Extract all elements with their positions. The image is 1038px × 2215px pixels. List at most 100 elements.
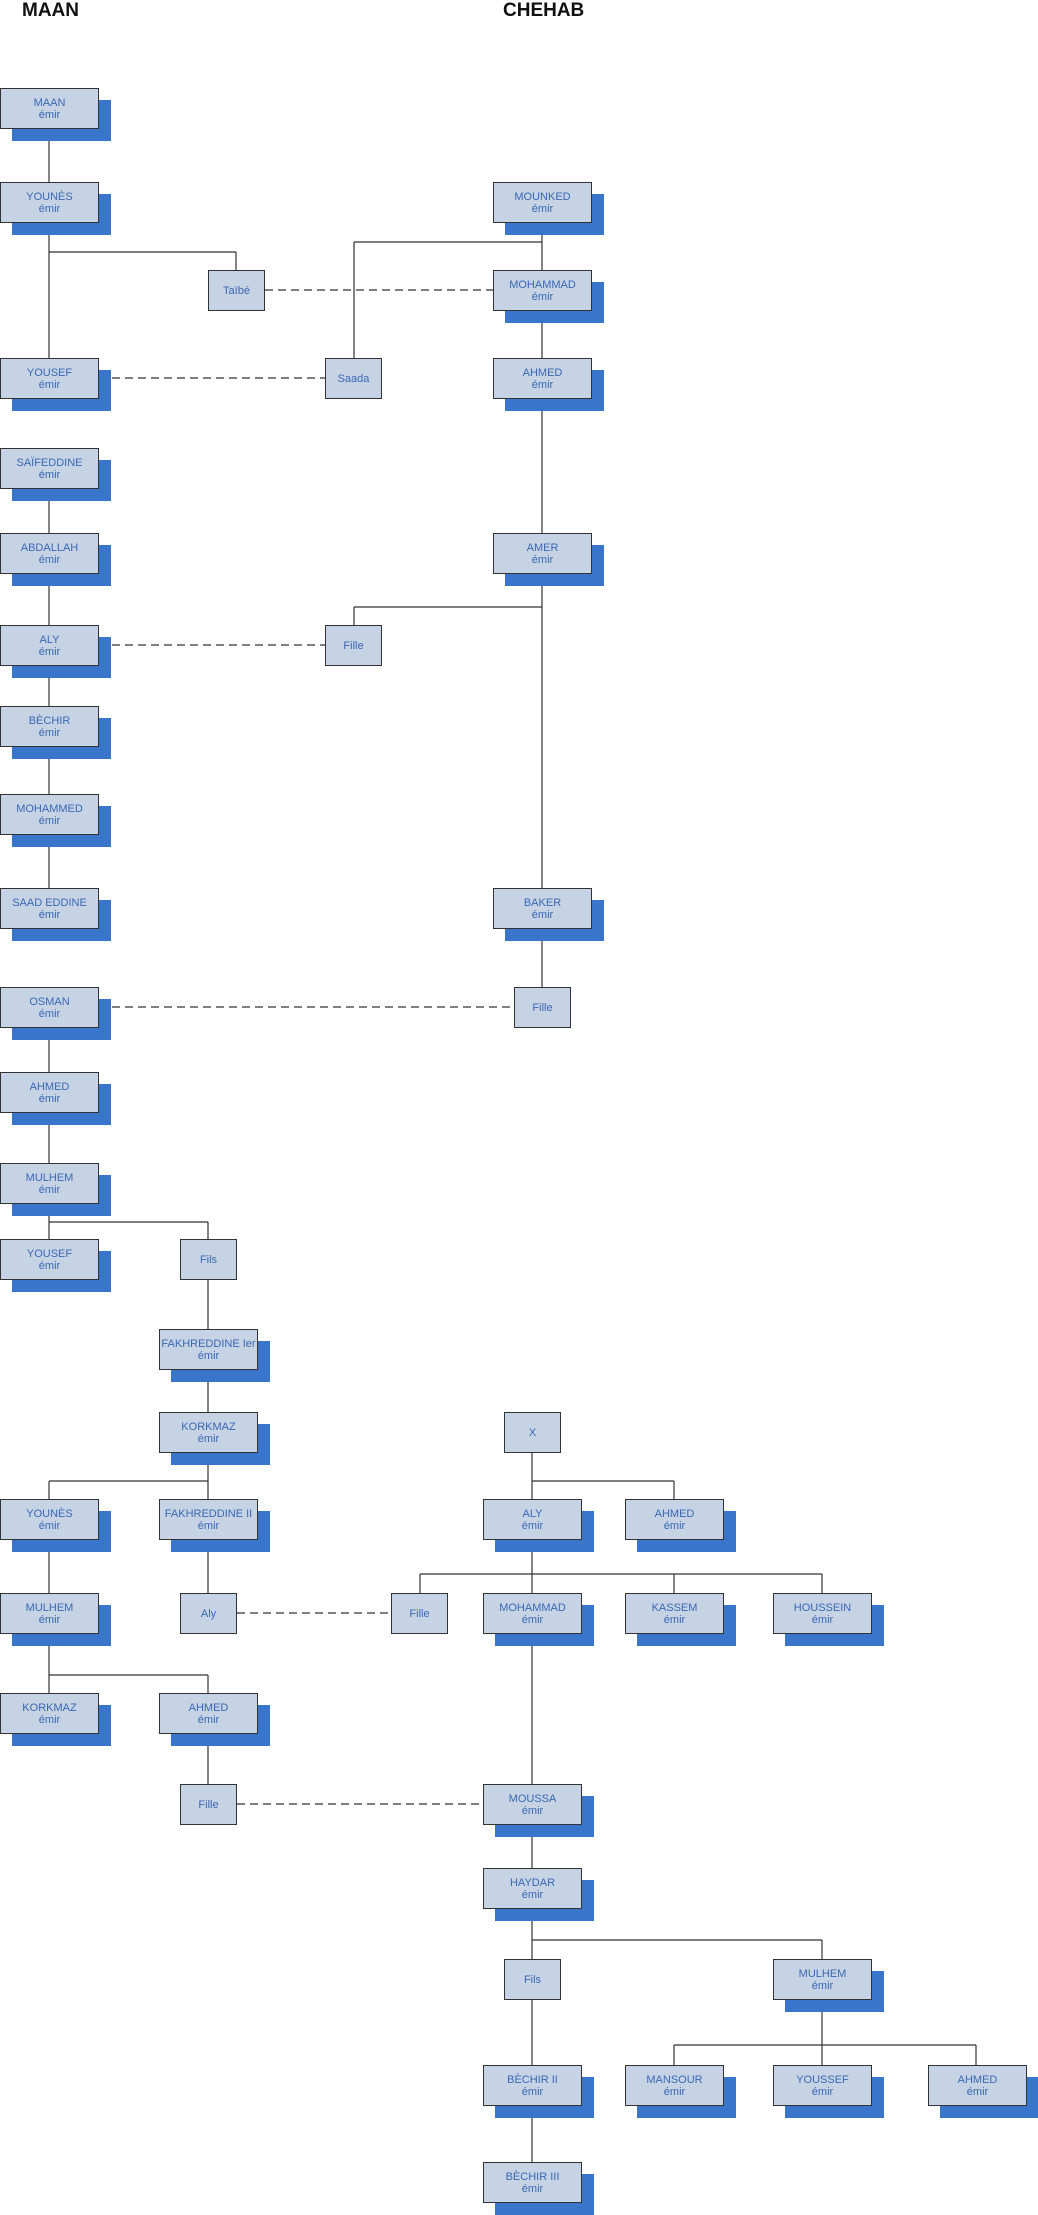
- node-name: Fils: [199, 1253, 218, 1266]
- node-box: Fils: [180, 1239, 237, 1280]
- node-title: émir: [811, 1979, 834, 1992]
- node-name: BÈCHIR II: [507, 2073, 558, 2086]
- node-title: émir: [38, 1713, 61, 1726]
- node-title: émir: [531, 290, 554, 303]
- node-name: MULHEM: [25, 1601, 74, 1614]
- node-title: émir: [521, 1804, 544, 1817]
- node-box: X: [504, 1412, 561, 1453]
- node-name: Saada: [337, 372, 370, 385]
- node-title: émir: [663, 1613, 686, 1626]
- node-title: émir: [531, 202, 554, 215]
- node-title: émir: [531, 553, 554, 566]
- node-box: Fille: [325, 625, 382, 666]
- node-name: ALY: [39, 633, 60, 646]
- node-name: SAÏFEDDINE: [16, 456, 83, 469]
- node-title: émir: [38, 202, 61, 215]
- node-title: émir: [531, 378, 554, 391]
- node-name: Taïbé: [223, 284, 250, 297]
- node-title: émir: [38, 645, 61, 658]
- node-name: HOUSSEIN: [793, 1601, 852, 1614]
- node-title: émir: [38, 553, 61, 566]
- node-fille2: Fille: [514, 987, 571, 1028]
- node-name: MOUNKED: [514, 190, 571, 203]
- node-name: AHMED: [522, 366, 563, 379]
- node-taibe: Taïbé: [208, 270, 265, 311]
- node-title: émir: [966, 2085, 989, 2098]
- node-name: YOUSEF: [26, 366, 73, 379]
- node-name: ABDALLAH: [20, 541, 79, 554]
- node-name: MOUSSA: [508, 1792, 557, 1805]
- node-box: Fille: [180, 1784, 237, 1825]
- node-title: émir: [38, 1183, 61, 1196]
- node-name: AMER: [526, 541, 559, 554]
- node-name: AHMED: [29, 1080, 70, 1093]
- node-name: MULHEM: [25, 1171, 74, 1184]
- node-title: émir: [663, 1519, 686, 1532]
- node-name: SAAD EDDINE: [12, 896, 87, 909]
- node-name: MANSOUR: [646, 2073, 703, 2086]
- node-name: AHMED: [654, 1507, 695, 1520]
- node-name: YOUSSEF: [796, 2073, 849, 2086]
- node-box: Fille: [514, 987, 571, 1028]
- node-fille3: Fille: [180, 1784, 237, 1825]
- node-name: BAKER: [523, 896, 562, 909]
- node-name: Fille: [343, 639, 364, 652]
- node-title: émir: [663, 2085, 686, 2098]
- node-box: Fille: [391, 1593, 448, 1634]
- node-title: émir: [197, 1349, 220, 1362]
- node-name: MOHAMMAD: [509, 278, 576, 291]
- node-name: Fille: [409, 1607, 430, 1620]
- node-title: émir: [521, 1613, 544, 1626]
- node-name: AHMED: [957, 2073, 998, 2086]
- node-name: Aly: [200, 1607, 217, 1620]
- node-title: émir: [197, 1432, 220, 1445]
- node-title: émir: [38, 468, 61, 481]
- node-name: Fille: [532, 1001, 553, 1014]
- node-name: MULHEM: [798, 1967, 847, 1980]
- node-title: émir: [521, 1519, 544, 1532]
